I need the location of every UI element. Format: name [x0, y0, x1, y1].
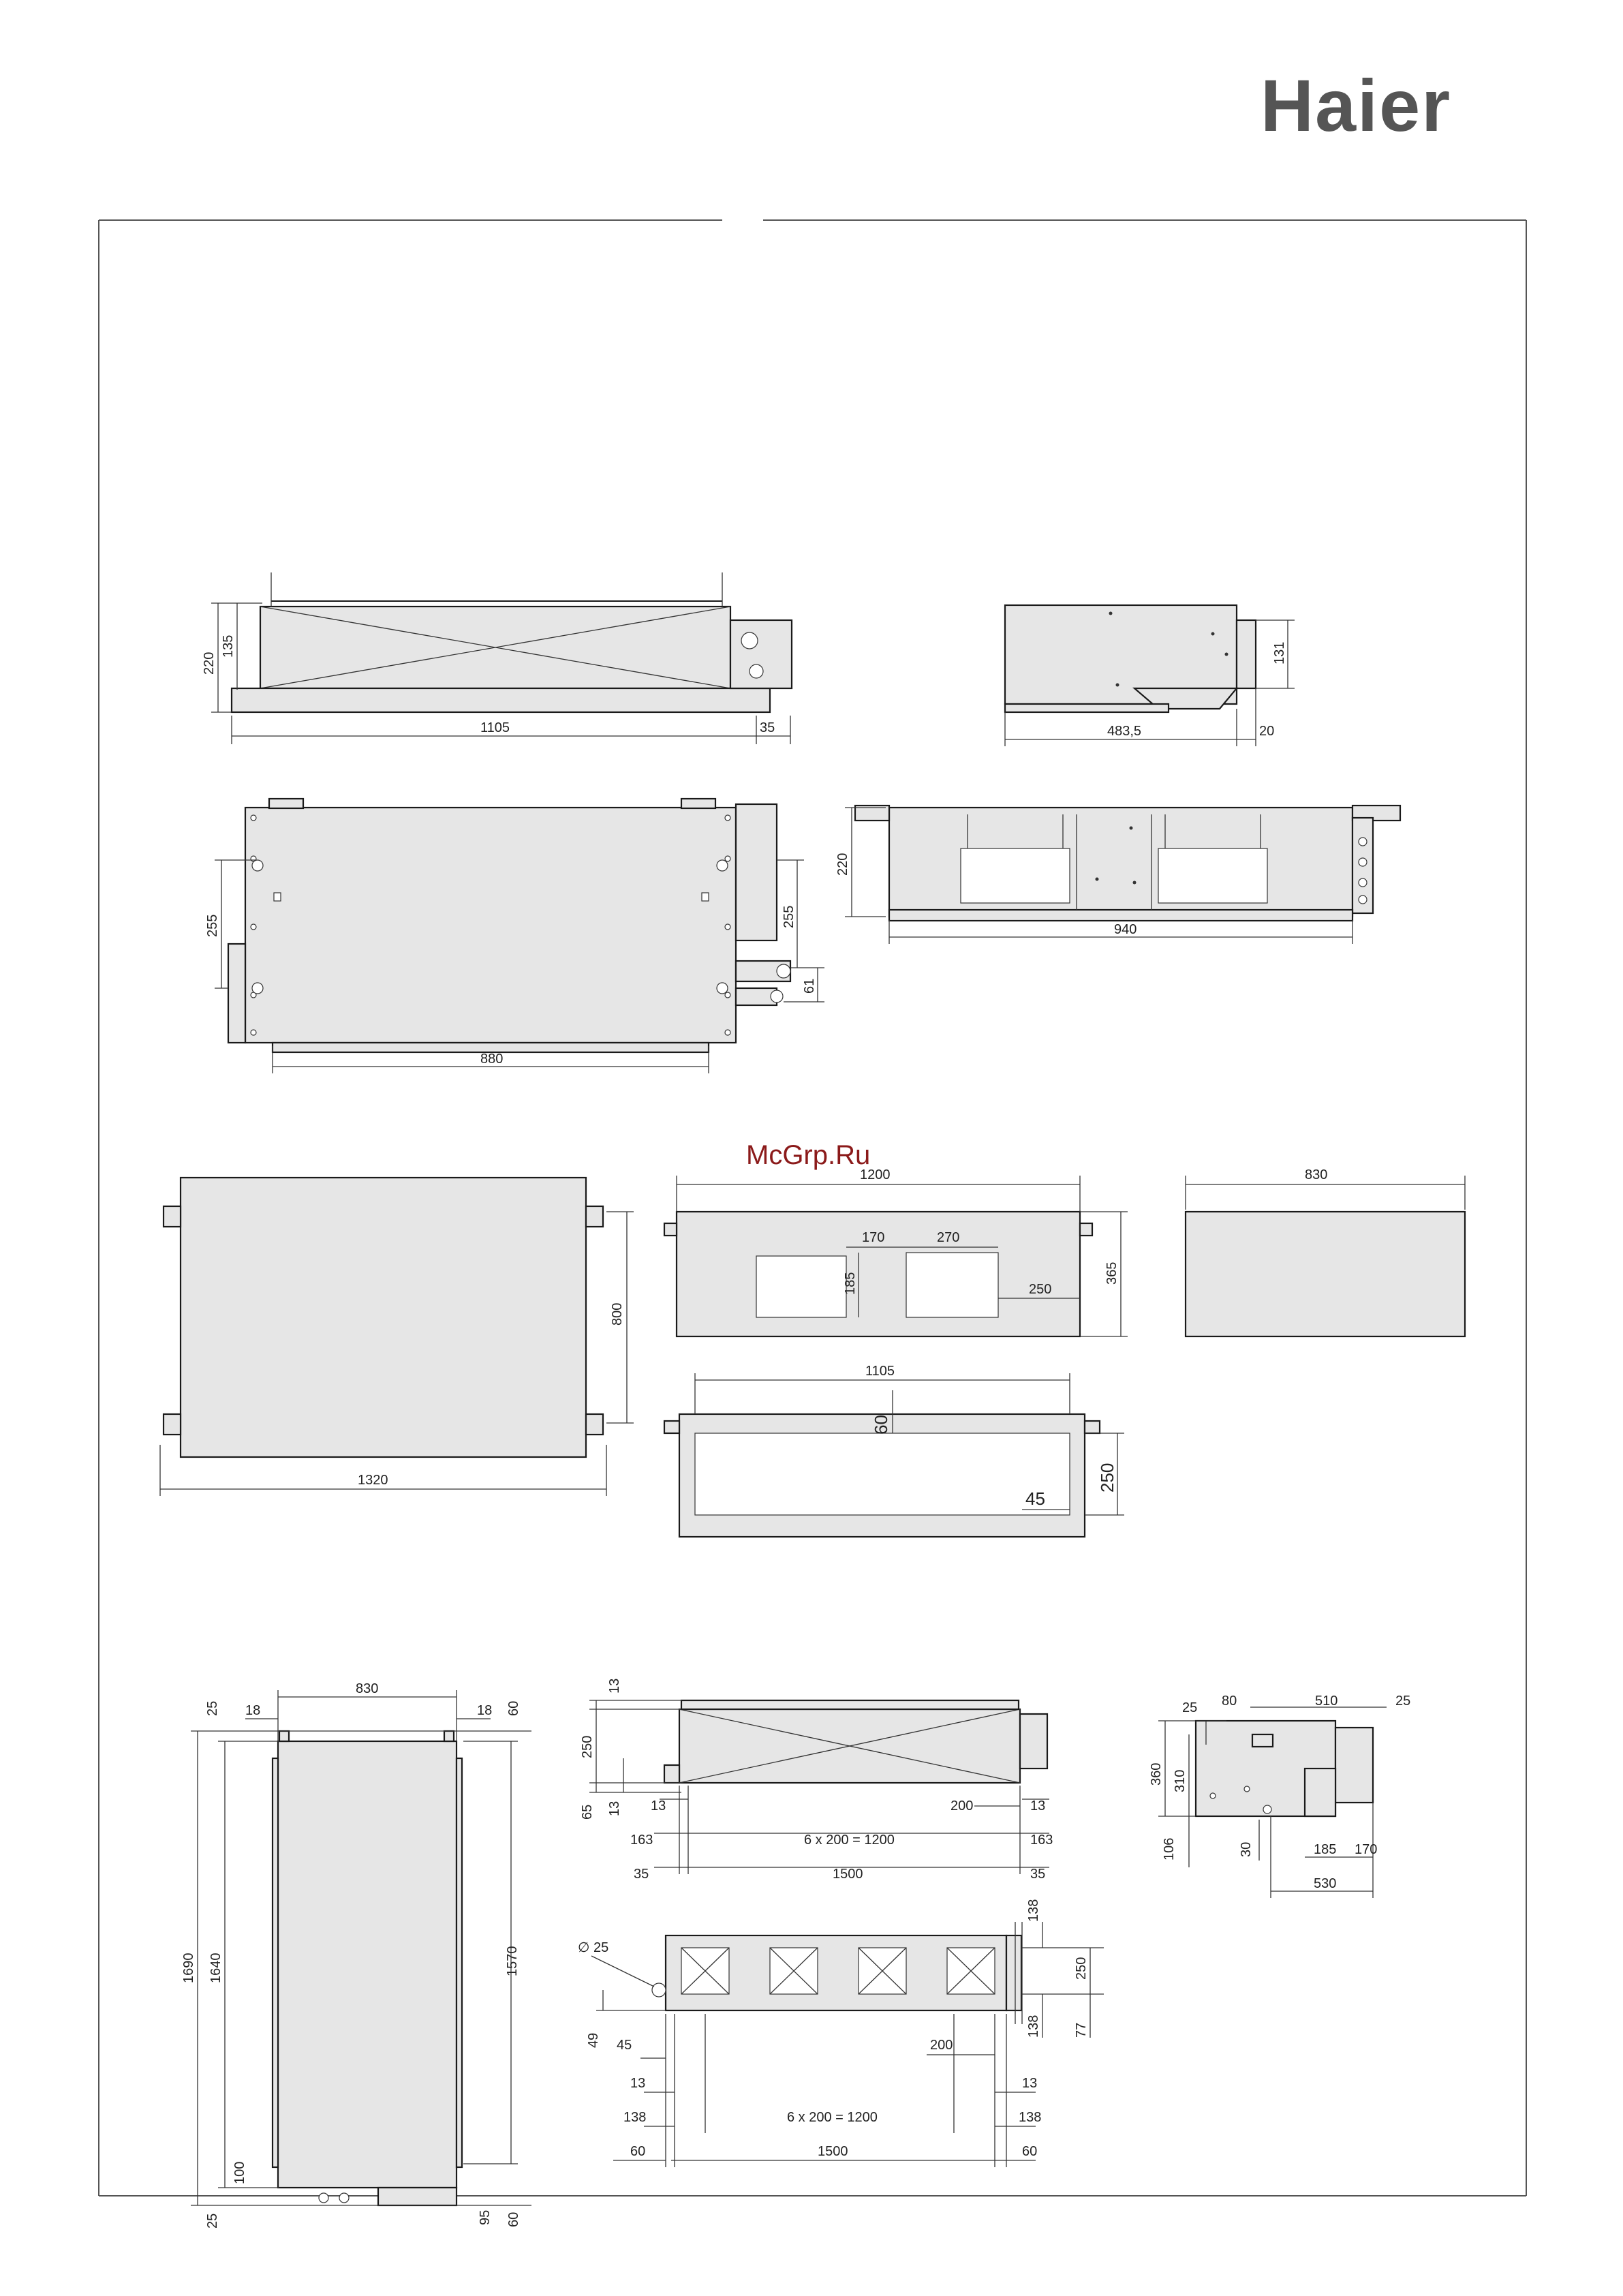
dim-135-front: 135	[221, 635, 236, 658]
dim-200-u3b: 200	[930, 2038, 953, 2053]
dim-95: 95	[478, 2210, 493, 2225]
dim-830-side: 830	[1305, 1167, 1327, 1182]
dim-250-u3b: 250	[1074, 1957, 1089, 1980]
dim-940-rear: 940	[1114, 922, 1137, 937]
unit2-top-view: 1320 800	[159, 1176, 634, 1496]
dim-250-u3f: 250	[580, 1736, 595, 1758]
dim-250-bottom: 250	[1097, 1463, 1117, 1493]
dim-1570: 1570	[505, 1946, 520, 1977]
unit3-side-view: 25 80 510 25 360 310 106 30 185 170 530	[1149, 1694, 1410, 1898]
dim-13-u3f-side: 13	[607, 1801, 622, 1816]
dim-880-top: 880	[480, 1052, 503, 1067]
dim-800: 800	[610, 1303, 625, 1326]
unit3-front-view: 13 250 65 13 13 200 13 163 6 x 200 = 120…	[580, 1679, 1053, 1882]
dim-25-u3s-right: 25	[1395, 1694, 1410, 1709]
dim-25-u3s-left: 25	[1182, 1700, 1197, 1715]
dim-65-u3f: 65	[580, 1805, 595, 1820]
dim-13-u3f-top: 13	[607, 1679, 622, 1694]
dim-1105-bottom: 1105	[865, 1364, 895, 1379]
dim-13-u3b-left: 13	[630, 2076, 645, 2091]
dim-1500-u3b: 1500	[818, 2144, 848, 2159]
dim-106: 106	[1162, 1838, 1177, 1861]
dim-60-u3-bottom: 60	[506, 2212, 521, 2227]
unit1-top-view: 880 255 255 61	[205, 797, 824, 1073]
dim-45-u3b: 45	[617, 2038, 632, 2053]
unit1-side-view: 483,5 20 131	[1004, 604, 1295, 746]
dim-1200: 1200	[860, 1167, 891, 1182]
dim-60-u3b-right: 60	[1022, 2144, 1037, 2159]
dim-270: 270	[937, 1230, 959, 1245]
dim-13-u3f-right: 13	[1030, 1798, 1045, 1813]
watermark-text: McGrp.Ru	[746, 1140, 870, 1170]
dim-830-u3: 830	[356, 1681, 378, 1696]
unit1-rear-view: 940 220	[835, 804, 1402, 944]
dim-6x200-u3b: 6 x 200 = 1200	[787, 2110, 878, 2125]
dim-255-top-left: 255	[205, 915, 220, 937]
dim-170: 170	[862, 1230, 884, 1245]
unit1-front-view: 1105 35 220 135	[202, 572, 793, 744]
dim-60-u3b-left: 60	[630, 2144, 645, 2159]
unit3-top-view: 830 25 18 18 60 1690 1640 1570 100 25 95…	[181, 1681, 531, 2229]
dim-163-left: 163	[630, 1833, 653, 1848]
dim-200-u3f: 200	[950, 1798, 973, 1813]
dim-35-u3f-right: 35	[1030, 1867, 1045, 1882]
dim-25-u3-top: 25	[205, 1701, 220, 1716]
dim-255-top-right: 255	[782, 906, 797, 928]
dim-1105-front: 1105	[480, 720, 510, 735]
dim-138-u3b-left: 138	[623, 2110, 646, 2125]
dim-60-u3-top: 60	[506, 1701, 521, 1716]
dim-360: 360	[1149, 1763, 1164, 1786]
dim-35-front: 35	[760, 720, 775, 735]
dim-170-u3s: 170	[1355, 1842, 1377, 1857]
dim-13-u3f-left: 13	[651, 1798, 666, 1813]
dim-1690: 1690	[181, 1953, 196, 1984]
dim-131-side: 131	[1272, 642, 1287, 664]
dim-18-right: 18	[477, 1703, 492, 1718]
unit3-bottom-view: ∅ 25 138 250 138 77 49 45 200 13 13 138 …	[578, 1899, 1104, 2167]
dim-1320: 1320	[358, 1473, 388, 1488]
dim-483-side: 483,5	[1107, 724, 1141, 739]
dim-35-u3f-left: 35	[634, 1867, 649, 1882]
dim-49: 49	[586, 2033, 601, 2048]
dim-185-u3s: 185	[1314, 1842, 1336, 1857]
dim-1500-u3f: 1500	[833, 1867, 863, 1882]
dim-60-bottom: 60	[871, 1415, 891, 1435]
dim-20-side: 20	[1259, 724, 1274, 739]
dim-18-left: 18	[245, 1703, 260, 1718]
dim-77: 77	[1074, 2023, 1089, 2038]
dim-510: 510	[1315, 1694, 1338, 1709]
dim-30: 30	[1239, 1842, 1254, 1857]
dim-220-front: 220	[202, 652, 217, 675]
dim-45-bottom: 45	[1025, 1488, 1045, 1509]
dim-13-u3b-right: 13	[1022, 2076, 1037, 2091]
dim-61-top: 61	[802, 979, 817, 994]
dim-310: 310	[1173, 1770, 1188, 1792]
dim-138-u3b-bottom: 138	[1026, 2015, 1041, 2038]
dim-220-rear: 220	[835, 853, 850, 876]
unit2-front-view: 1200 170 270 185 250 365	[663, 1167, 1128, 1338]
dim-1640: 1640	[208, 1953, 223, 1984]
dim-138-u3b-right: 138	[1019, 2110, 1041, 2125]
dim-138-u3b-top: 138	[1026, 1899, 1041, 1922]
haier-logo: Haier	[1261, 64, 1451, 147]
dim-phi25: ∅ 25	[578, 1940, 608, 1955]
dim-185: 185	[843, 1272, 858, 1295]
dim-530: 530	[1314, 1876, 1336, 1891]
dim-163-right: 163	[1030, 1833, 1053, 1848]
dim-250: 250	[1029, 1282, 1051, 1297]
unit2-side-view: 830	[1184, 1167, 1466, 1338]
page-frame	[98, 219, 1527, 2196]
unit2-bottom-view: 1105 60 45 250	[663, 1364, 1124, 1538]
dim-365: 365	[1104, 1262, 1119, 1285]
dim-80: 80	[1222, 1694, 1237, 1709]
dim-6x200-u3f: 6 x 200 = 1200	[804, 1833, 895, 1848]
dim-25-u3-bottom: 25	[205, 2214, 220, 2229]
dim-100: 100	[232, 2162, 247, 2184]
